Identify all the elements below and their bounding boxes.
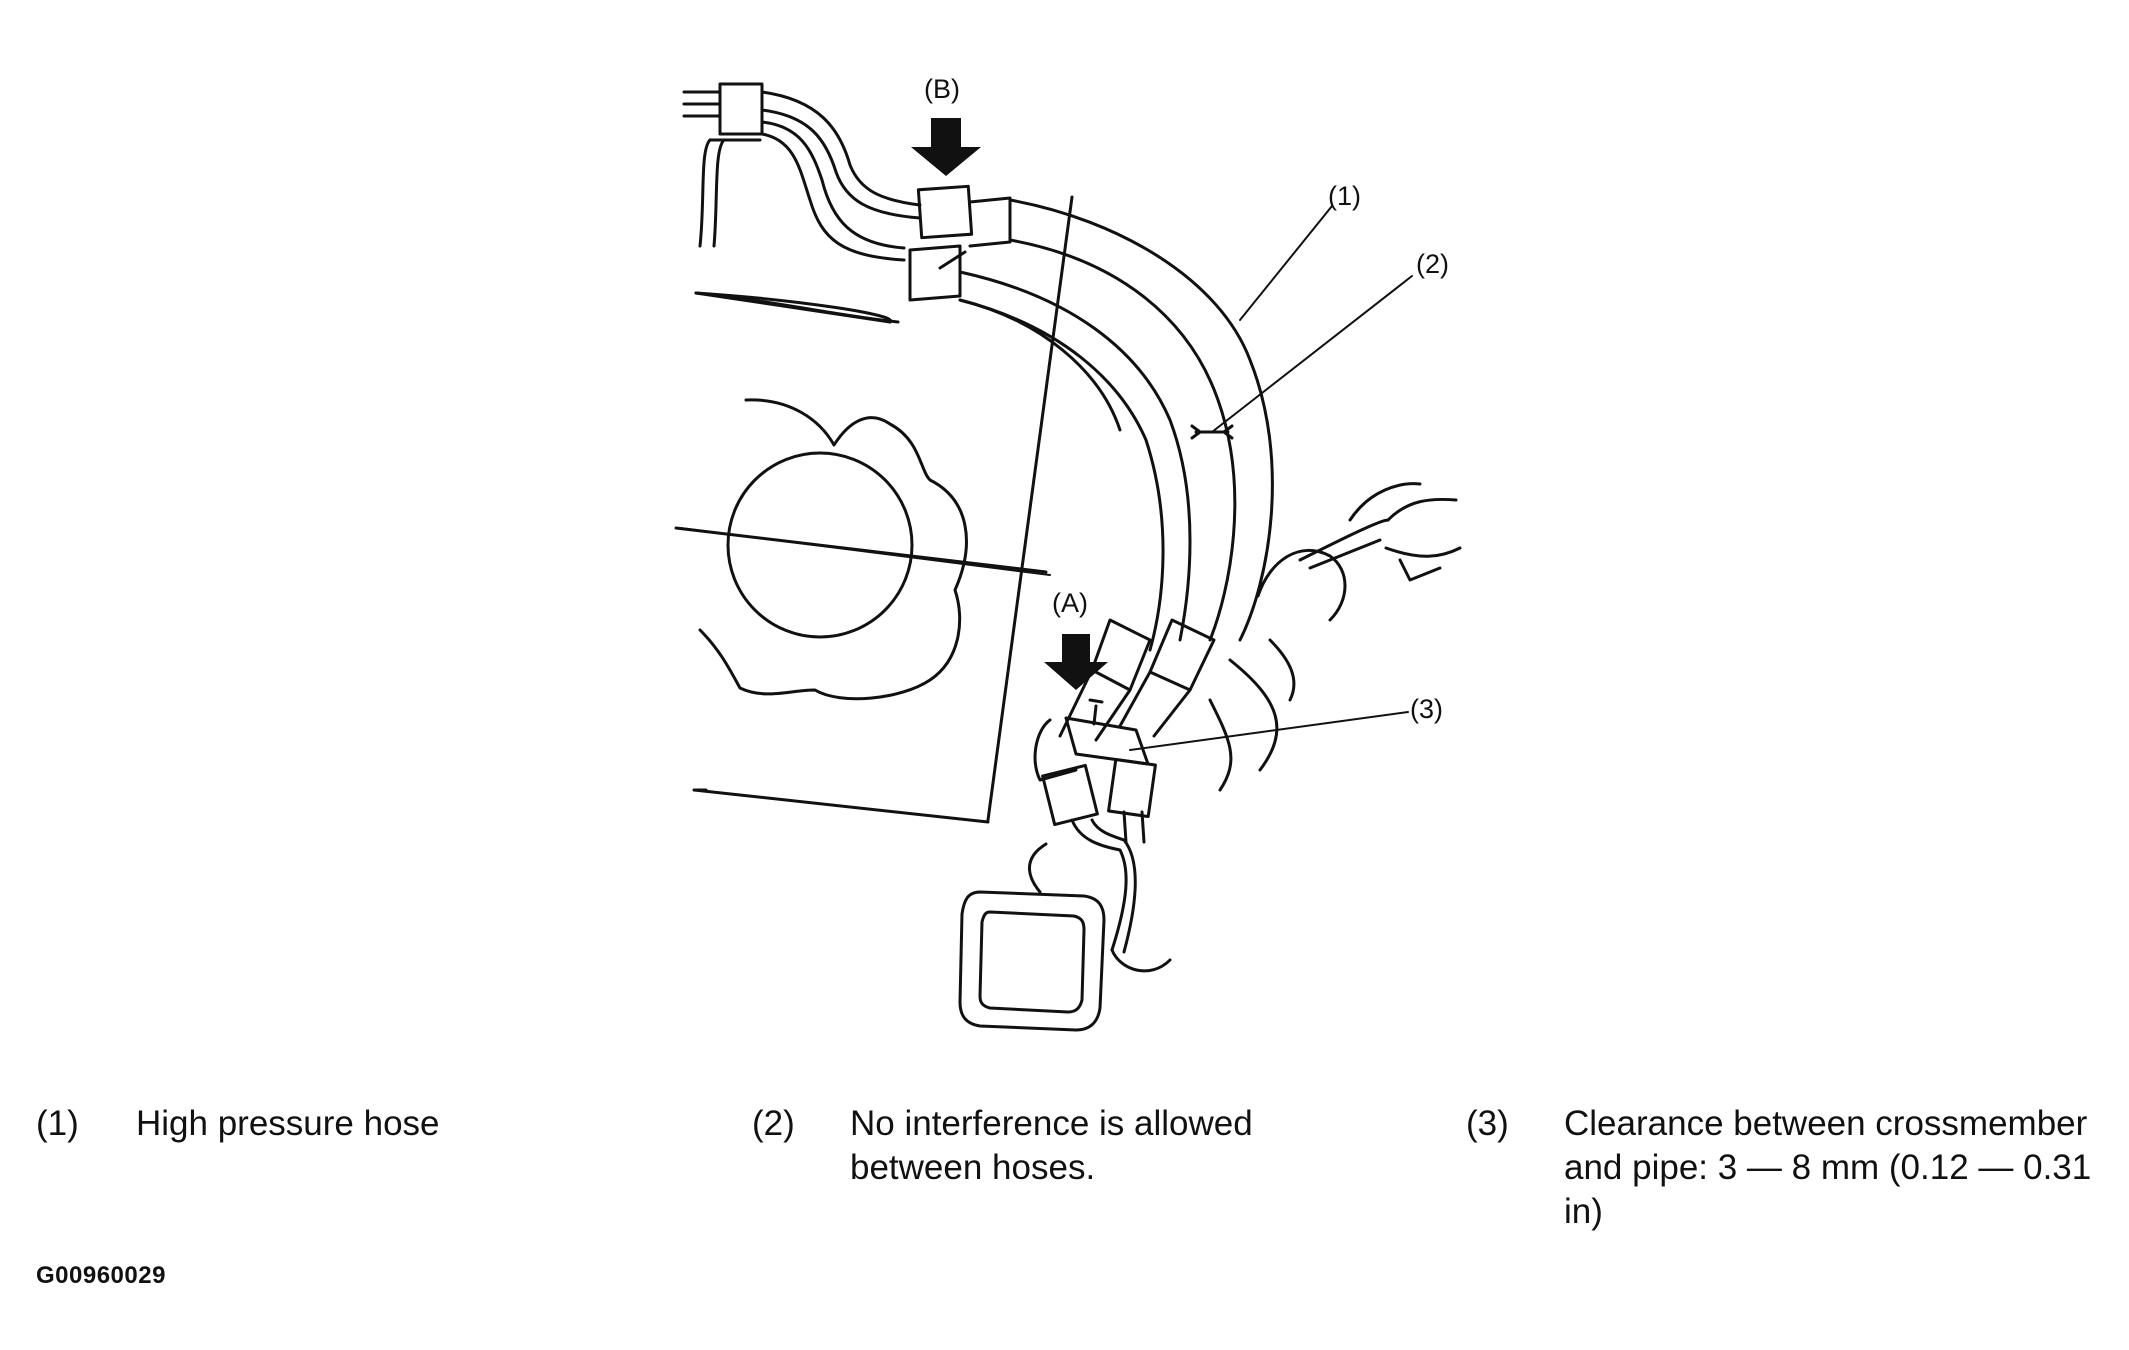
arrow-a xyxy=(1044,634,1108,690)
figure-code: G00960029 xyxy=(36,1262,166,1289)
callout-b-label: (B) xyxy=(924,74,960,104)
pipe-clamp xyxy=(1033,698,1157,954)
pulley-circle xyxy=(698,398,968,701)
callout-1-label: (1) xyxy=(1328,181,1361,211)
legend-number: (3) xyxy=(1466,1104,1509,1143)
connector-block xyxy=(682,82,764,248)
legend-text: No interference is allowed between hoses… xyxy=(850,1104,1253,1187)
callout-a-label: (A) xyxy=(1052,588,1088,618)
callout-2-label: (2) xyxy=(1416,249,1449,279)
callout-3-label: (3) xyxy=(1410,694,1443,724)
leader-lines xyxy=(679,205,1413,751)
arrow-b xyxy=(911,118,981,176)
lower-hose-fittings xyxy=(1058,618,1216,742)
legend-text: Clearance between crossmember and pipe: … xyxy=(1564,1104,2092,1231)
legend-number: (1) xyxy=(36,1104,79,1143)
bottom-square-fitting xyxy=(958,842,1172,1032)
legend-number: (2) xyxy=(752,1104,795,1143)
fork-bracket xyxy=(1208,482,1462,792)
high-pressure-hose xyxy=(760,90,1274,652)
legend-text: High pressure hose xyxy=(136,1104,440,1143)
